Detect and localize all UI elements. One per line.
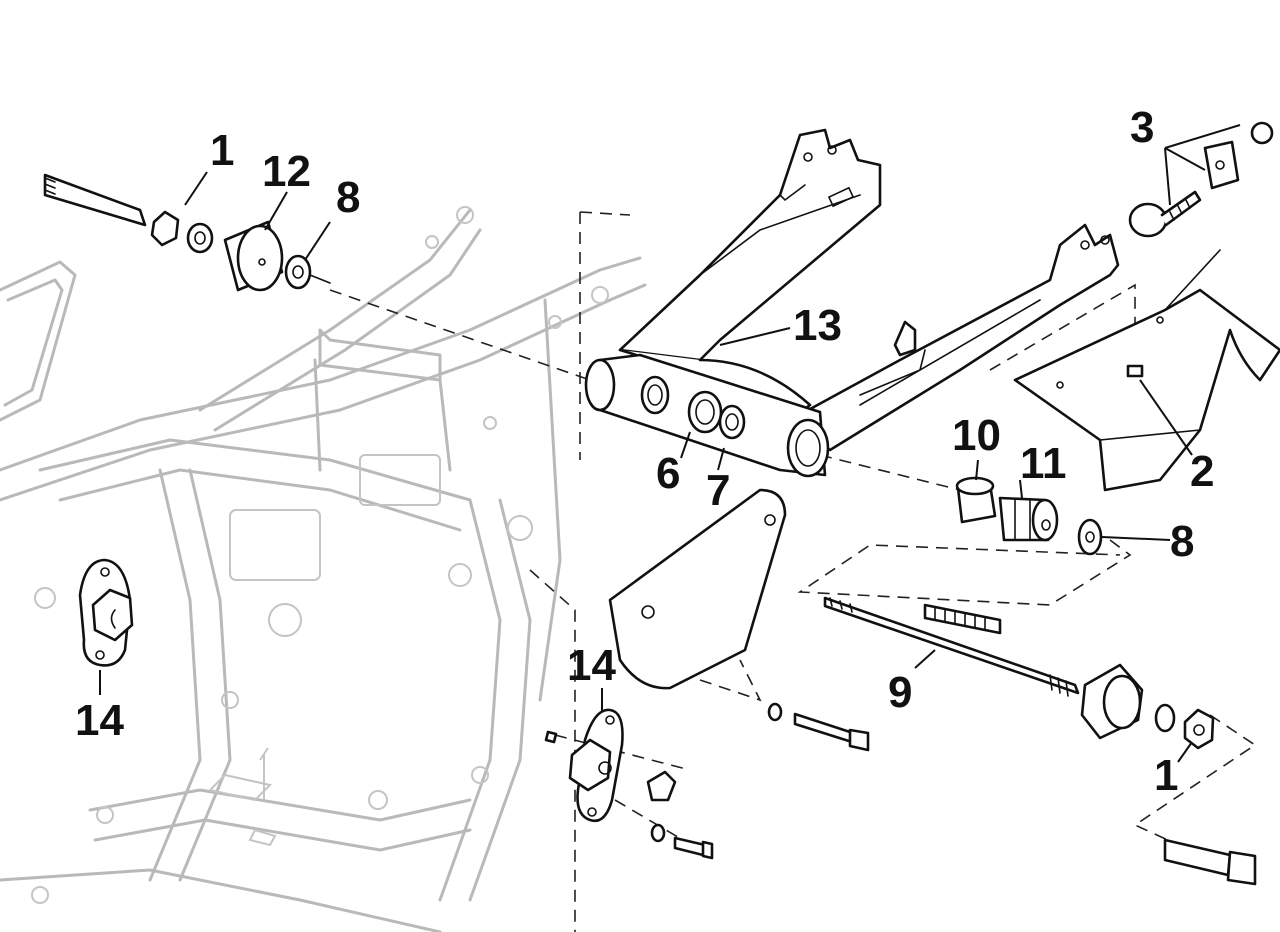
- callout-13: 13: [793, 301, 842, 350]
- callout-1-left: 1: [210, 126, 234, 175]
- callout-12: 12: [262, 147, 311, 196]
- callout-8-right: 8: [1170, 517, 1194, 566]
- side-plate: [608, 488, 870, 752]
- callout-8-left: 8: [336, 173, 360, 222]
- right-pivot-stack: [955, 476, 1103, 556]
- mount-brackets: [78, 558, 714, 860]
- callout-1-right: 1: [1154, 751, 1178, 800]
- callout-2: 2: [1190, 447, 1214, 496]
- callout-14-left: 14: [75, 696, 124, 745]
- callout-labels: 1 12 8 3 13 2 10 11 8 6 7 9 1 14 14: [75, 103, 1214, 800]
- adjuster-hardware: [1128, 121, 1274, 238]
- callout-6: 6: [656, 449, 680, 498]
- swingarm: [584, 128, 1120, 478]
- callout-9: 9: [888, 668, 912, 717]
- motorcycle-frame: [0, 206, 647, 932]
- callout-10: 10: [952, 411, 1001, 460]
- callout-14-center: 14: [567, 641, 616, 690]
- leader-lines: [99, 124, 1241, 763]
- assembly-lines: [329, 211, 1257, 932]
- callout-11: 11: [1020, 439, 1067, 488]
- left-pivot-bolt-stack: [43, 173, 331, 292]
- callout-7: 7: [706, 466, 730, 515]
- pivot-shaft-assembly: [823, 596, 1257, 886]
- callout-3: 3: [1130, 103, 1154, 152]
